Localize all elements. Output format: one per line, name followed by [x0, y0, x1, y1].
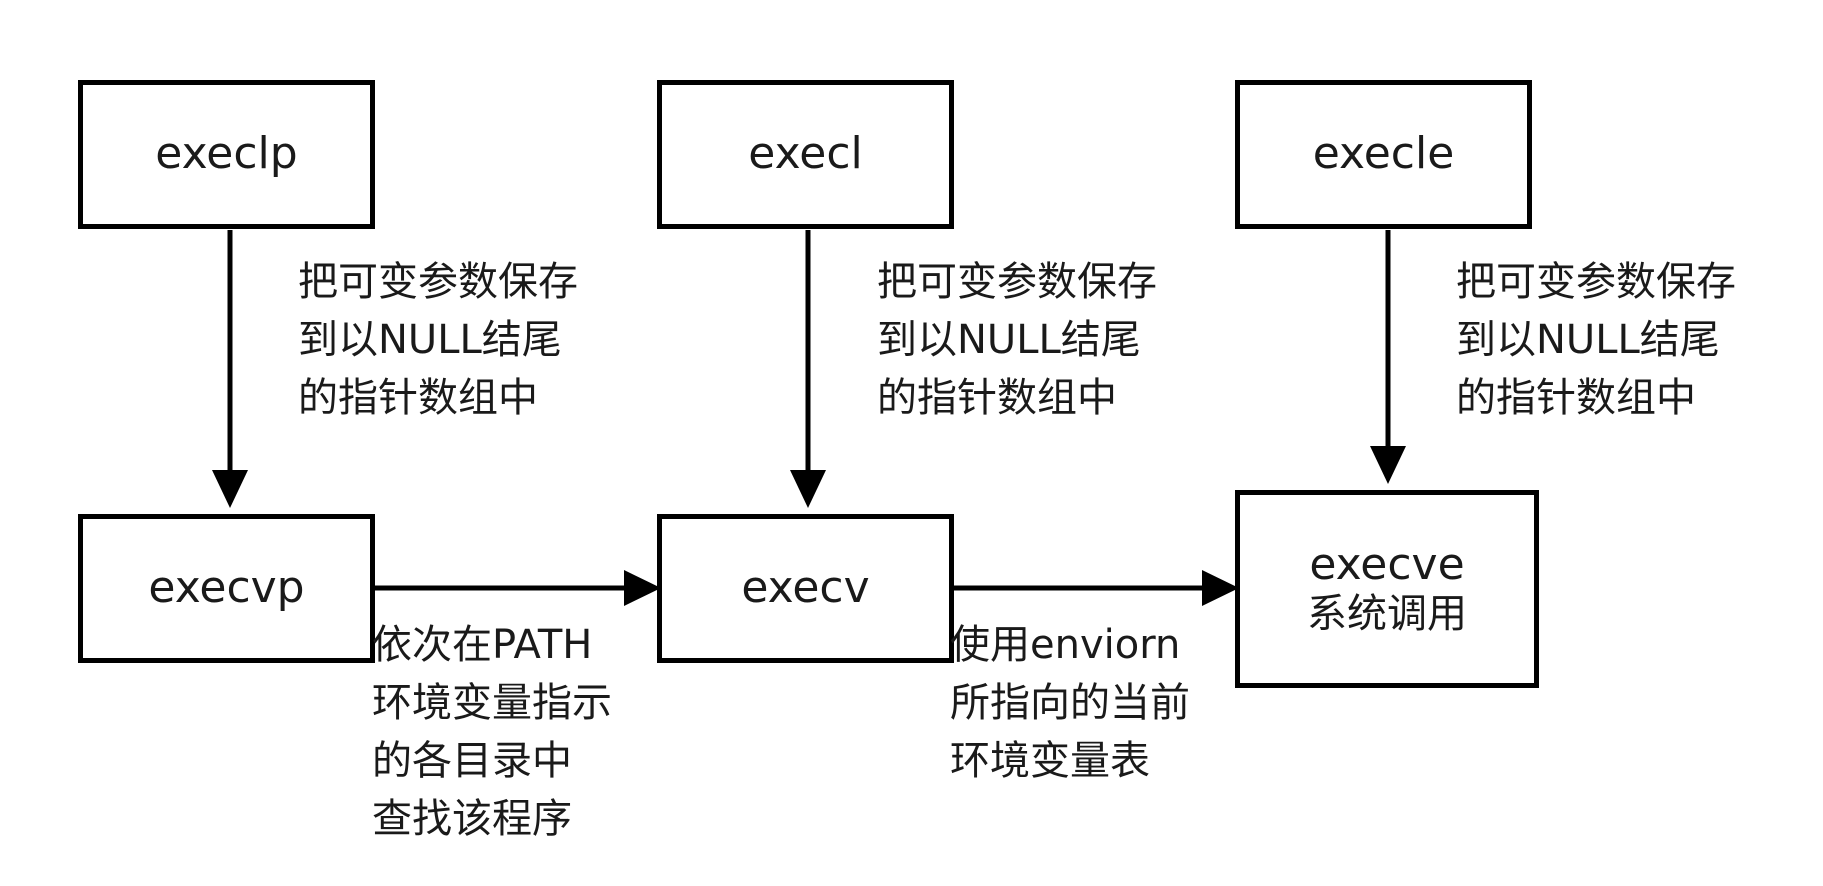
- annotation-execlp-to-execvp: 把可变参数保存 到以NULL结尾 的指针数组中: [298, 253, 578, 427]
- annotation-line: 到以NULL结尾: [1456, 317, 1720, 363]
- annotation-line: 把可变参数保存: [1456, 259, 1736, 305]
- annotation-line: 使用enviorn: [950, 622, 1181, 668]
- annotation-line: 的指针数组中: [298, 375, 538, 421]
- annotation-line: 的指针数组中: [877, 375, 1117, 421]
- annotation-line: 查找该程序: [372, 796, 572, 842]
- annotation-line: 把可变参数保存: [877, 259, 1157, 305]
- annotation-execvp-to-execv: 依次在PATH 环境变量指示 的各目录中 查找该程序: [372, 616, 612, 848]
- node-execlp: execlp: [78, 80, 375, 229]
- arrowhead-execlp-to-execvp: [212, 470, 248, 508]
- node-execl-label: execl: [748, 128, 863, 180]
- node-execl: execl: [657, 80, 954, 229]
- arrowhead-execv-to-execve: [1202, 570, 1239, 606]
- node-execv-label: execv: [741, 562, 870, 614]
- node-execve-label: execve: [1309, 538, 1465, 590]
- annotation-execv-to-execve: 使用enviorn 所指向的当前 环境变量表: [950, 616, 1190, 790]
- node-execve: execve 系统调用: [1235, 490, 1539, 688]
- node-execvp-label: execvp: [148, 562, 305, 614]
- annotation-line: 依次在PATH: [372, 622, 593, 668]
- annotation-line: 的指针数组中: [1456, 375, 1696, 421]
- annotation-line: 到以NULL结尾: [298, 317, 562, 363]
- annotation-line: 所指向的当前: [950, 680, 1190, 726]
- arrowhead-execvp-to-execv: [624, 570, 661, 606]
- arrowhead-execl-to-execv: [790, 470, 826, 508]
- node-execle-label: execle: [1312, 128, 1455, 180]
- annotation-line: 环境变量表: [950, 738, 1150, 784]
- annotation-execle-to-execve: 把可变参数保存 到以NULL结尾 的指针数组中: [1456, 253, 1736, 427]
- node-execvp: execvp: [78, 514, 375, 663]
- annotation-execl-to-execv: 把可变参数保存 到以NULL结尾 的指针数组中: [877, 253, 1157, 427]
- node-execv: execv: [657, 514, 954, 663]
- annotation-line: 把可变参数保存: [298, 259, 578, 305]
- annotation-line: 的各目录中: [372, 738, 572, 784]
- node-execve-sublabel: 系统调用: [1307, 591, 1467, 638]
- annotation-line: 到以NULL结尾: [877, 317, 1141, 363]
- annotation-line: 环境变量指示: [372, 680, 612, 726]
- node-execle: execle: [1235, 80, 1532, 229]
- node-execlp-label: execlp: [155, 128, 298, 180]
- arrowhead-execle-to-execve: [1370, 446, 1406, 484]
